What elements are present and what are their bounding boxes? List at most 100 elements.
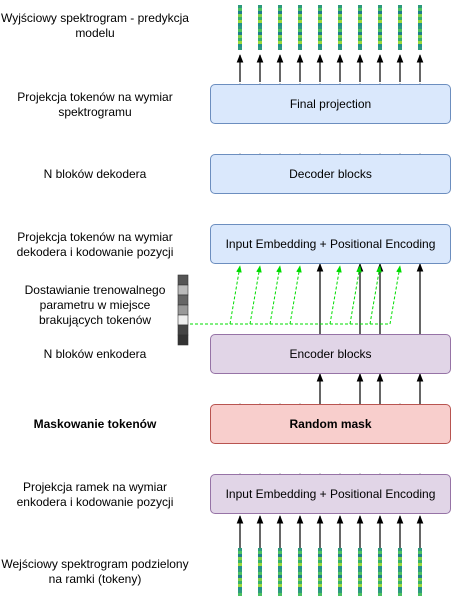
spectrogram-cell: [338, 584, 342, 587]
spectrogram-cell: [358, 587, 362, 590]
spectrogram-cell: [358, 29, 362, 32]
label-token-projection-spectrogram: Projekcja tokenów na wymiar spektrogramu: [17, 90, 173, 119]
spectrogram-cell: [378, 584, 382, 587]
spectrogram-cell: [378, 554, 382, 557]
spectrogram-cell: [318, 578, 322, 581]
spectrogram-cell: [258, 548, 262, 551]
spectrogram-cell: [258, 14, 262, 17]
spectrogram-cell: [398, 584, 402, 587]
spectrogram-cell: [258, 47, 262, 50]
spectrogram-cell: [358, 575, 362, 578]
spectrogram-cell: [258, 29, 262, 32]
spectrogram-cell: [398, 14, 402, 17]
spectrogram-cell: [418, 47, 422, 50]
spectrogram-cell: [418, 566, 422, 569]
spectrogram-cell: [298, 569, 302, 572]
spectrogram-cell: [338, 566, 342, 569]
spectrogram-cell: [318, 566, 322, 569]
spectrogram-cell: [278, 548, 282, 551]
spectrogram-cell: [298, 44, 302, 47]
spectrogram-cell: [398, 572, 402, 575]
spectrogram-cell: [398, 548, 402, 551]
label-token-masking: Maskowanie tokenów: [33, 417, 157, 431]
spectrogram-cell: [358, 20, 362, 23]
spectrogram-cell: [238, 581, 242, 584]
spectrogram-cell: [378, 41, 382, 44]
mask-token-cell: [177, 324, 189, 336]
spectrogram-cell: [258, 32, 262, 35]
spectrogram-cell: [418, 578, 422, 581]
spectrogram-cell: [378, 20, 382, 23]
spectrogram-cell: [418, 41, 422, 44]
spectrogram-cell: [338, 44, 342, 47]
spectrogram-cell: [278, 47, 282, 50]
spectrogram-cell: [298, 38, 302, 41]
spectrogram-cell: [378, 578, 382, 581]
spectrogram-cell: [298, 590, 302, 593]
spectrogram-cell: [338, 32, 342, 35]
spectrogram-cell: [238, 32, 242, 35]
spectrogram-cell: [398, 551, 402, 554]
spectrogram-cell: [318, 563, 322, 566]
encoder-embedding-box: Input Embedding + Positional Encoding: [210, 474, 451, 514]
spectrogram-cell: [238, 23, 242, 26]
spectrogram-cell: [278, 41, 282, 44]
spectrogram-cell: [378, 29, 382, 32]
spectrogram-cell: [338, 8, 342, 11]
spectrogram-cell: [358, 41, 362, 44]
spectrogram-cell: [278, 578, 282, 581]
spectrogram-cell: [338, 23, 342, 26]
spectrogram-cell: [358, 548, 362, 551]
spectrogram-cell: [318, 11, 322, 14]
spectrogram-cell: [338, 5, 342, 8]
spectrogram-cell: [318, 548, 322, 551]
spectrogram-cell: [238, 44, 242, 47]
mask-token-cell: [177, 284, 189, 296]
spectrogram-cell: [298, 26, 302, 29]
spectrogram-cell: [318, 554, 322, 557]
spectrogram-cell: [298, 8, 302, 11]
spectrogram-cell: [318, 569, 322, 572]
spectrogram-cell: [258, 551, 262, 554]
spectrogram-cell: [358, 572, 362, 575]
spectrogram-cell: [358, 581, 362, 584]
spectrogram-cell: [338, 578, 342, 581]
spectrogram-cell: [358, 38, 362, 41]
spectrogram-cell: [318, 551, 322, 554]
spectrogram-cell: [238, 5, 242, 8]
spectrogram-cell: [298, 11, 302, 14]
spectrogram-cell: [338, 575, 342, 578]
spectrogram-cell: [318, 590, 322, 593]
spectrogram-cell: [398, 5, 402, 8]
spectrogram-cell: [298, 5, 302, 8]
spectrogram-cell: [338, 563, 342, 566]
spectrogram-cell: [318, 41, 322, 44]
spectrogram-cell: [418, 581, 422, 584]
spectrogram-cell: [258, 23, 262, 26]
spectrogram-cell: [418, 44, 422, 47]
spectrogram-cell: [398, 560, 402, 563]
spectrogram-cell: [238, 548, 242, 551]
spectrogram-cell: [238, 563, 242, 566]
spectrogram-cell: [278, 17, 282, 20]
decoder-embedding-box: Input Embedding + Positional Encoding: [210, 224, 451, 264]
spectrogram-cell: [398, 26, 402, 29]
spectrogram-cell: [278, 29, 282, 32]
spectrogram-cell: [398, 563, 402, 566]
spectrogram-cell: [238, 566, 242, 569]
spectrogram-cell: [258, 560, 262, 563]
spectrogram-cell: [338, 14, 342, 17]
spectrogram-cell: [258, 26, 262, 29]
spectrogram-cell: [298, 17, 302, 20]
spectrogram-cell: [338, 587, 342, 590]
spectrogram-cell: [278, 575, 282, 578]
spectrogram-cell: [298, 557, 302, 560]
spectrogram-cell: [338, 560, 342, 563]
spectrogram-cell: [338, 593, 342, 596]
spectrogram-cell: [258, 557, 262, 560]
label-output-spectrogram: Wyjściowy spektrogram - predykcja modelu: [1, 11, 189, 40]
spectrogram-cell: [358, 557, 362, 560]
spectrogram-cell: [318, 572, 322, 575]
